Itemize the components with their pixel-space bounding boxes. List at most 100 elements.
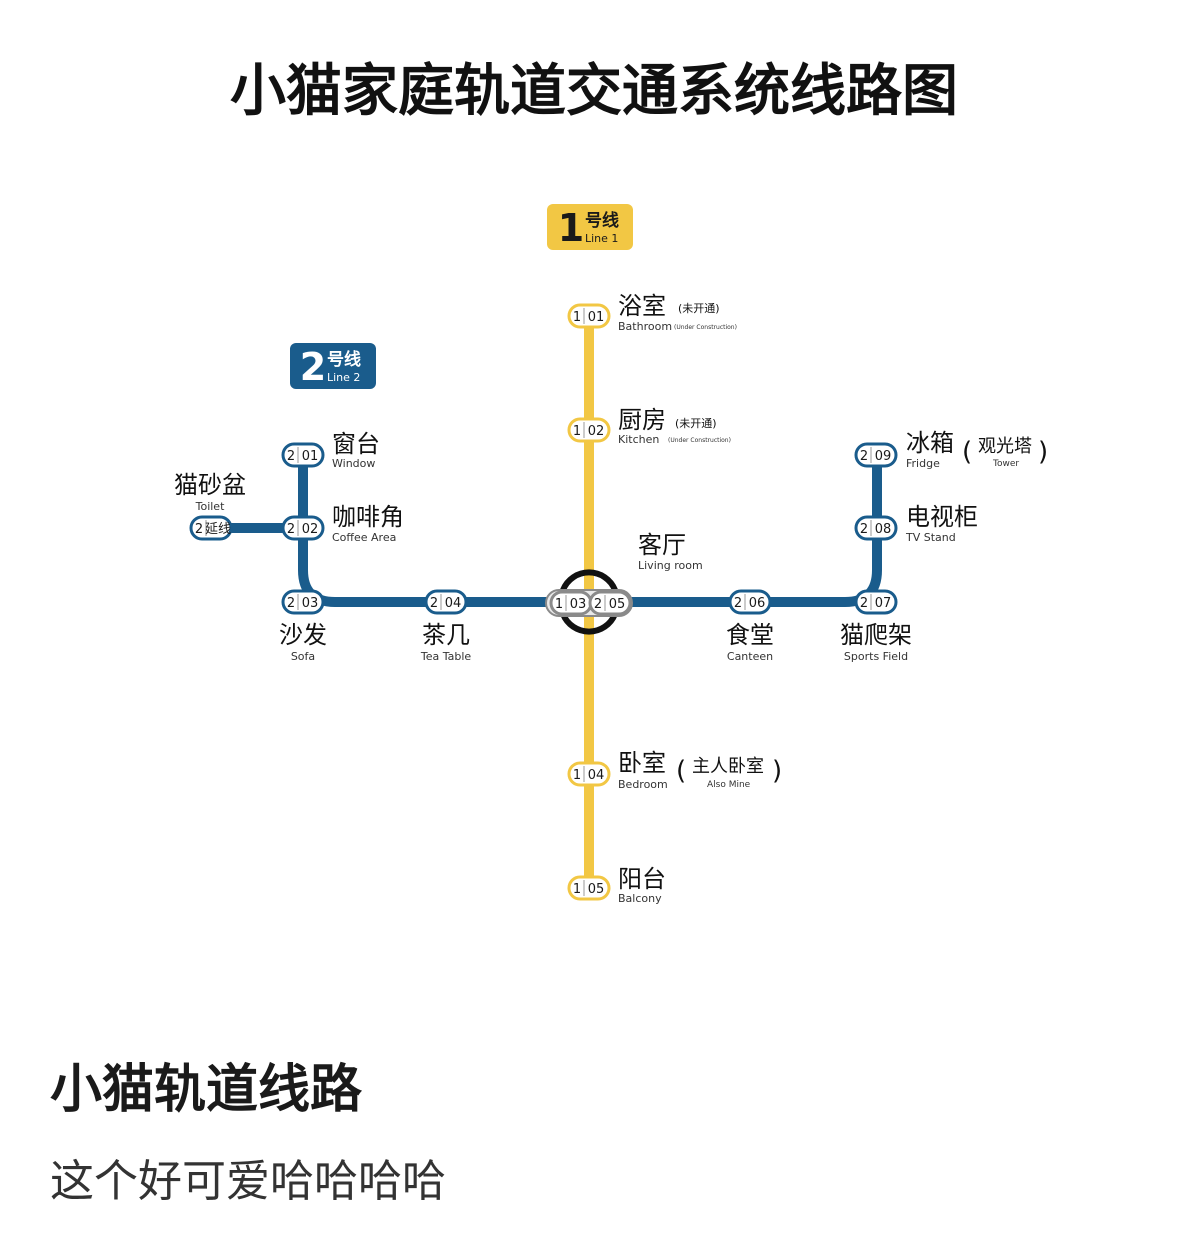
station-toilet-en: Toilet	[195, 500, 225, 513]
station-bedroom-paren-open: (	[676, 756, 686, 786]
station-fridge-name: 冰箱	[906, 429, 954, 457]
station-line-number: 2	[287, 449, 295, 464]
station-fridge-note-en: Tower	[992, 459, 1019, 469]
station-coffee-area-name: 咖啡角	[332, 503, 404, 531]
station-marker-canteen: 2 06	[728, 589, 772, 615]
station-code: 05	[588, 882, 605, 897]
station-marker-sports-field: 2 07	[854, 589, 898, 615]
station-pill	[424, 589, 468, 615]
station-pill	[567, 303, 611, 329]
station-line-number: 2	[860, 449, 868, 464]
station-labels: 浴室 (未开通) Bathroom (Under Construction) 厨…	[174, 292, 1048, 905]
station-marker-fridge: 2 09	[854, 442, 898, 468]
line2-badge-en: Line 2	[327, 371, 360, 384]
station-line-number: 2	[594, 597, 602, 612]
station-toilet-name: 猫砂盆	[174, 471, 246, 499]
line1-badge-cn: 号线	[585, 210, 619, 231]
station-sofa-name: 沙发	[279, 621, 327, 649]
line2-badge: 2 号线 Line 2	[290, 343, 376, 389]
station-marker-kitchen: 1 02	[567, 417, 611, 443]
station-code: 09	[875, 449, 892, 464]
station-bedroom-en: Bedroom	[618, 778, 668, 791]
station-line-number: 2	[860, 596, 868, 611]
station-pill	[281, 515, 325, 541]
station-bedroom-name: 卧室	[618, 749, 666, 777]
station-code: 03	[570, 597, 587, 612]
station-marker-tv-stand: 2 08	[854, 515, 898, 541]
station-coffee-area-en: Coffee Area	[332, 531, 396, 544]
station-tv-stand-name: 电视柜	[906, 503, 978, 531]
station-line-number: 1	[573, 882, 581, 897]
station-marker-living-room-1: 1 03	[549, 590, 593, 616]
line2-badge-number: 2	[300, 345, 326, 389]
station-sports-field-en: Sports Field	[844, 650, 908, 663]
station-code: 08	[875, 522, 892, 537]
station-pill	[854, 589, 898, 615]
station-bedroom-paren-close: )	[772, 756, 782, 786]
station-pill	[281, 589, 325, 615]
station-line-number: 1	[573, 310, 581, 325]
station-balcony-en: Balcony	[618, 892, 662, 905]
station-line-number: 1	[573, 424, 581, 439]
line1-badge: 1 号线 Line 1	[547, 204, 633, 250]
station-bedroom-note-en: Also Mine	[707, 780, 751, 790]
station-pill	[281, 442, 325, 468]
station-tea-table-name: 茶几	[422, 621, 470, 649]
station-sports-field-name: 猫爬架	[840, 621, 912, 649]
station-code: 01	[302, 449, 319, 464]
station-kitchen-note: (未开通)	[675, 417, 717, 430]
station-pill	[189, 515, 233, 541]
station-line-number: 2	[287, 596, 295, 611]
station-window-en: Window	[332, 457, 375, 470]
station-code: 延线	[205, 522, 231, 537]
station-line-number: 2	[860, 522, 868, 537]
station-bathroom-name: 浴室	[618, 292, 666, 320]
station-marker-coffee-area: 2 02	[281, 515, 325, 541]
station-pill	[854, 442, 898, 468]
station-pill	[567, 875, 611, 901]
station-code: 07	[875, 596, 892, 611]
station-kitchen-en: Kitchen	[618, 433, 659, 446]
station-pill	[728, 589, 772, 615]
line2-badge-cn: 号线	[327, 349, 361, 370]
station-line-number: 2	[287, 522, 295, 537]
station-kitchen-name: 厨房	[618, 406, 666, 434]
station-bathroom-note-en: (Under Construction)	[674, 324, 737, 331]
station-canteen-en: Canteen	[727, 650, 773, 663]
station-fridge-paren-open: (	[962, 437, 972, 467]
station-kitchen-note-en: (Under Construction)	[668, 437, 731, 444]
station-sofa-en: Sofa	[291, 650, 315, 663]
station-bedroom-note: 主人卧室	[692, 756, 764, 777]
station-pill	[588, 590, 632, 616]
line1-badge-en: Line 1	[585, 232, 618, 245]
station-fridge-paren-close: )	[1038, 437, 1048, 467]
station-pill	[567, 417, 611, 443]
station-code: 06	[749, 596, 766, 611]
station-code: 02	[302, 522, 319, 537]
map-title: 小猫家庭轨道交通系统线路图	[230, 59, 958, 124]
station-canteen-name: 食堂	[726, 621, 774, 649]
station-marker-bathroom: 1 01	[567, 303, 611, 329]
station-line-number: 1	[555, 597, 563, 612]
station-line-number: 2	[430, 596, 438, 611]
post-body: 这个好可爱哈哈哈哈	[50, 1156, 446, 1207]
station-code: 04	[588, 768, 605, 783]
post-title: 小猫轨道线路	[50, 1060, 363, 1120]
station-line-number: 2	[734, 596, 742, 611]
line1-badge-number: 1	[558, 206, 584, 250]
station-code: 02	[588, 424, 605, 439]
station-bathroom-en: Bathroom	[618, 320, 672, 333]
station-tv-stand-en: TV Stand	[905, 531, 956, 544]
station-code: 01	[588, 310, 605, 325]
station-balcony-name: 阳台	[618, 865, 666, 893]
station-living-room-name: 客厅	[638, 531, 686, 559]
station-line-number: 2	[195, 522, 203, 537]
station-living-room-en: Living room	[638, 559, 703, 572]
station-fridge-note: 观光塔	[978, 436, 1032, 457]
